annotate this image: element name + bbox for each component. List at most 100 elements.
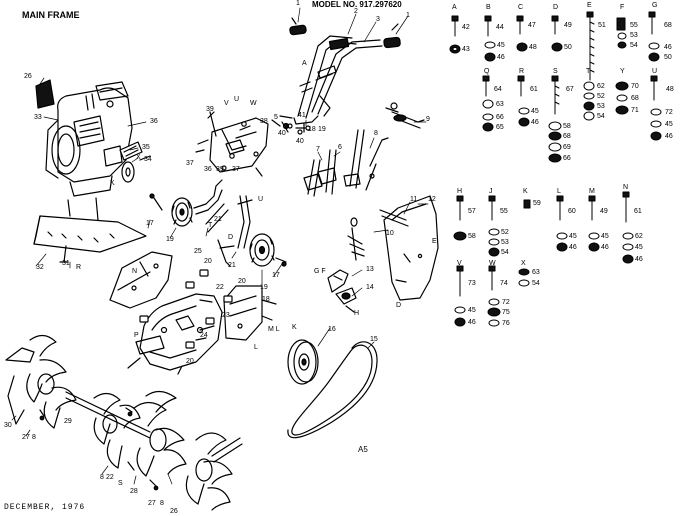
- hw-L-letter: L: [557, 188, 561, 195]
- leader-lines: [11, 7, 429, 485]
- callout-K-pulley: K: [292, 324, 297, 331]
- callout-22-tine: 22: [106, 474, 114, 481]
- callout-V: V: [224, 100, 229, 107]
- bushings: [139, 269, 233, 349]
- handle-bolts: [279, 115, 307, 133]
- hw-K-letter: K: [523, 188, 528, 195]
- callout-8-tine-mid: 8: [100, 474, 104, 481]
- hw-J-letter: J: [489, 188, 493, 195]
- callout-D-stake: D: [228, 234, 234, 241]
- callout-S: S: [118, 480, 123, 487]
- hw-F-bottom: 54: [630, 42, 638, 49]
- callout-26: 26: [24, 73, 32, 80]
- hw-U-letter: U: [652, 68, 658, 75]
- hw-W-w1: 72: [502, 299, 510, 306]
- callout-41: 41: [298, 112, 306, 119]
- hw-S-w1: 58: [563, 123, 571, 130]
- hw-Q-top: 64: [494, 86, 502, 93]
- hw-X-top: 63: [532, 269, 540, 276]
- callout-19-handle: 19: [318, 126, 326, 133]
- callout-L-plate: L: [254, 344, 258, 351]
- transmission-bracket: [195, 111, 269, 177]
- callout-19-left: 19: [166, 236, 174, 243]
- callout-1-right: 1: [406, 12, 410, 19]
- hw-W-w2: 75: [502, 309, 510, 316]
- hw-B-mid: 45: [497, 42, 505, 49]
- hw-L-w2: 46: [569, 244, 577, 251]
- hw-Y-letter: Y: [620, 68, 625, 75]
- hw-F-mid: 53: [630, 32, 638, 39]
- callout-40-left: 40: [278, 130, 286, 137]
- hw-J-top: 55: [500, 208, 508, 215]
- hw-G-mid: 46: [664, 44, 672, 51]
- callout-34: 34: [144, 156, 152, 163]
- hw-M-letter: M: [589, 188, 595, 195]
- shaft-collar: [327, 269, 357, 313]
- hw-H-top: 57: [468, 208, 476, 215]
- hw-Q-b2: 65: [496, 124, 504, 131]
- hw-K-top: 59: [533, 200, 541, 207]
- callout-20-c: 20: [186, 358, 194, 365]
- callout-13: 13: [366, 266, 374, 273]
- hw-V-w2: 46: [468, 319, 476, 326]
- decal-plate: [35, 79, 55, 109]
- hw-J-w3: 54: [501, 249, 509, 256]
- hw-T-top: 62: [597, 83, 605, 90]
- hw-E-letter: E: [587, 2, 592, 9]
- callout-6: 6: [338, 144, 342, 151]
- hw-J-w1: 52: [501, 229, 509, 236]
- engine: [45, 81, 133, 197]
- hw-C-letter: C: [518, 4, 524, 11]
- hw-Y-mid: 68: [631, 95, 639, 102]
- callout-GF: G F: [314, 268, 326, 275]
- hw-Q-b1: 66: [496, 114, 504, 121]
- callout-20-a: 20: [204, 258, 212, 265]
- hw-H-bottom: 58: [468, 233, 476, 240]
- hw-S-w4: 66: [563, 155, 571, 162]
- callout-37-left: 37: [186, 160, 194, 167]
- hw-D-top: 49: [564, 22, 572, 29]
- hw-F-top: 55: [630, 22, 638, 29]
- callout-U-stake: U: [258, 196, 264, 203]
- hw-V-w1: 45: [468, 307, 476, 314]
- hw-D-bottom: 50: [564, 44, 572, 51]
- callout-27-left: 27: [22, 434, 30, 441]
- callout-1-left: 1: [296, 0, 300, 7]
- shift-linkage: [303, 129, 389, 197]
- callout-A-handle: A: [302, 60, 307, 67]
- callout-40-right: 40: [296, 138, 304, 145]
- revision-date: DECEMBER, 1976: [4, 503, 86, 512]
- hw-W-w3: 76: [502, 320, 510, 327]
- hw-R-top: 61: [530, 86, 538, 93]
- callout-P: P: [134, 332, 139, 339]
- engine-mount-plate: [33, 197, 147, 263]
- callout-16: 16: [328, 326, 336, 333]
- depth-stake: [205, 203, 235, 267]
- hw-H-letter: H: [457, 188, 463, 195]
- callout-39: 39: [206, 106, 214, 113]
- callout-12: 12: [428, 196, 436, 203]
- v-belt: [287, 341, 378, 439]
- callout-D-shield: D: [396, 302, 402, 309]
- engine-pulley: [119, 141, 151, 183]
- hw-U-w1: 72: [665, 109, 673, 116]
- callout-29: 29: [64, 418, 72, 425]
- tine-shield: [383, 195, 439, 301]
- callout-36: 36: [150, 118, 158, 125]
- hw-M-w1: 45: [601, 233, 609, 240]
- left-side-plate: [109, 251, 173, 309]
- hw-B-letter: B: [486, 4, 491, 11]
- hw-N-w3: 46: [635, 256, 643, 263]
- hw-Q-letter: Q: [484, 68, 490, 75]
- callout-9: 9: [426, 116, 430, 123]
- callout-15: 15: [370, 336, 378, 343]
- drive-pulley: [287, 339, 319, 385]
- hw-N-top: 61: [634, 208, 642, 215]
- hw-W-top: 74: [500, 280, 508, 287]
- hw-U-w2: 45: [665, 121, 673, 128]
- hw-S-top: 67: [566, 86, 574, 93]
- hw-S-w3: 69: [563, 144, 571, 151]
- hw-R-letter: R: [519, 68, 525, 75]
- callout-23: 23: [222, 312, 230, 319]
